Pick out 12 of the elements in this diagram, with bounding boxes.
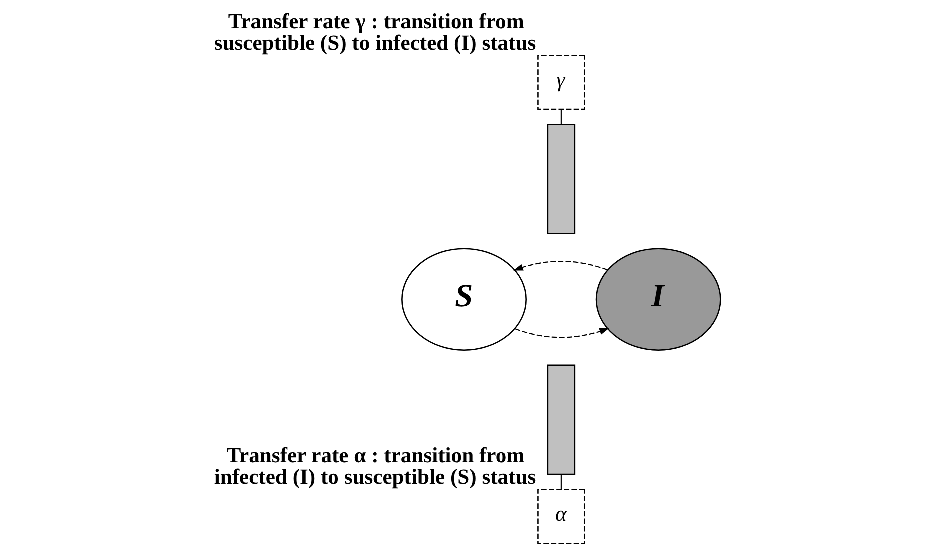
connector [560, 110, 562, 124]
node-ellipse: S [401, 248, 526, 351]
connector [560, 474, 562, 490]
node-label: Transfer rate γ : transition from susceptible (S) to infected (I) status [214, 10, 536, 56]
node-box: α [537, 488, 585, 544]
arrow [513, 261, 608, 271]
node-ellipse: I [595, 248, 721, 351]
node-bar [546, 124, 576, 234]
node-label: Transfer rate α : transition from infected (I) to susceptible (S) status [214, 444, 536, 490]
arrow [514, 328, 609, 338]
node-box: γ [537, 54, 585, 110]
node-bar [546, 364, 576, 476]
